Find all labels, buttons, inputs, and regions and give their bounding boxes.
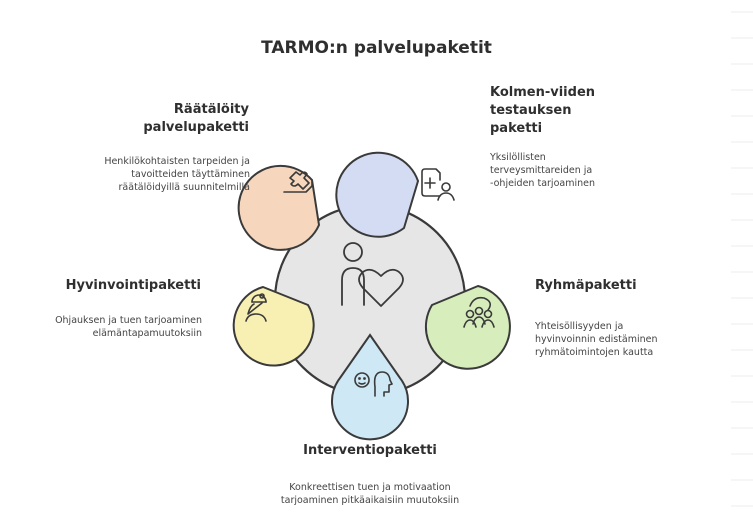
package-hyvinvointi-title: Hyvinvointipaketti bbox=[65, 278, 201, 293]
petal-interventio bbox=[331, 333, 409, 441]
petal-kolmen-viiden bbox=[335, 151, 420, 238]
medical-record-icon bbox=[421, 168, 455, 201]
package-ryhma-title: Ryhmäpaketti bbox=[535, 278, 637, 293]
wellbeing-icon bbox=[245, 293, 267, 322]
petal-raataloity bbox=[237, 164, 321, 251]
head-mind-icon bbox=[354, 371, 393, 397]
background-edge-lines bbox=[731, 11, 753, 507]
package-interventio-title: Interventiopaketti bbox=[303, 443, 437, 458]
group-icon bbox=[463, 296, 495, 328]
person-heart-icon bbox=[341, 242, 404, 307]
petal-hyvinvointi bbox=[232, 285, 315, 367]
puzzle-hand-icon bbox=[283, 171, 313, 193]
petal-ryhma bbox=[424, 284, 511, 370]
diagram-title: TARMO:n palvelupaketit bbox=[261, 38, 492, 58]
